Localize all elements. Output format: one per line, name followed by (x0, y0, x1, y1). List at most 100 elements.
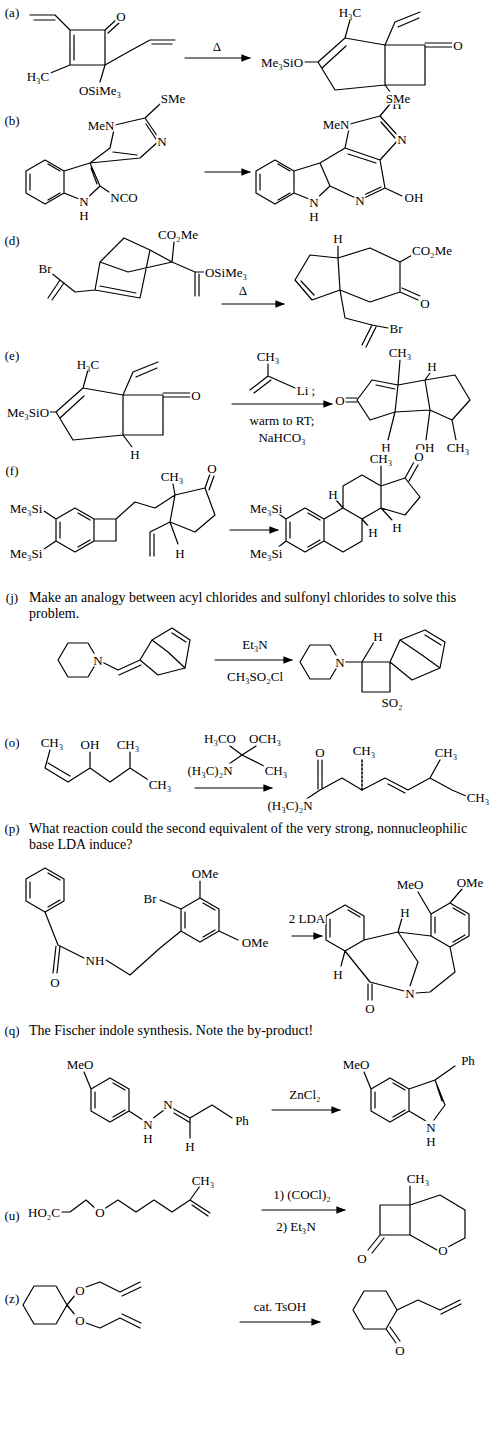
bond (58, 628, 190, 677)
atom-label: CH₃ (466, 791, 491, 804)
problem-note: The Fischer indole synthesis. Note the b… (28, 1023, 490, 1039)
bond (84, 1072, 232, 1138)
bond (326, 889, 469, 1000)
problem-note: What reaction could the second equivalen… (28, 821, 490, 853)
atom-label: O (394, 1344, 405, 1357)
atom-label: CO₂Me (411, 244, 453, 257)
atom-label: N (142, 1118, 153, 1131)
atom-label: O (419, 297, 430, 310)
bond (276, 462, 420, 552)
reagent: Et₃N (241, 638, 268, 651)
reagent: Δ (212, 40, 222, 53)
bond (48, 238, 205, 300)
atom-label: N (92, 654, 103, 667)
atom-label: O (356, 1252, 367, 1265)
atom-label: (H₃C)₂N (266, 799, 313, 812)
reaction-arrow (185, 57, 250, 58)
atom-label: Ph (234, 1114, 250, 1127)
reagent: warm to RT; (249, 414, 316, 427)
bond (353, 1291, 461, 1343)
atom-label: CH₃ (160, 470, 185, 483)
bond (368, 1186, 465, 1253)
atom-label: O (74, 1314, 85, 1327)
atom-label: O (452, 39, 463, 52)
atom-label: OMe (456, 876, 485, 889)
atom-label: H (332, 232, 343, 245)
reaction-arrow (222, 303, 284, 304)
reagent: CH₃ (256, 350, 281, 363)
problem-letter: (o) (3, 736, 20, 749)
reaction-arrow (205, 171, 250, 172)
reagent: 1) (COCl)₂ (272, 1188, 332, 1201)
reagent: NaHCO₃ (257, 431, 306, 444)
atom-label: CO₂Me (157, 228, 199, 241)
atom-label: H (425, 1135, 436, 1148)
bond (44, 474, 215, 556)
atom-label: Br (389, 322, 404, 335)
reaction-arrow (262, 1209, 345, 1210)
atom-label: NH (85, 954, 106, 967)
problem-letter: (j) (5, 591, 19, 604)
atom-label: SMe (160, 92, 187, 105)
atom-label: H (184, 1140, 195, 1153)
bond (26, 104, 160, 204)
atom-label: CH₃ (406, 1172, 431, 1185)
problem-letter: (q) (3, 1024, 20, 1037)
atom-label: OH (404, 191, 425, 204)
problem-letter: (e) (4, 349, 20, 362)
atom-label: O (314, 746, 325, 759)
reaction-arrow (272, 1109, 340, 1110)
problem-letter: (z) (4, 1292, 20, 1305)
atom-label: H₃C (338, 6, 363, 19)
atom-label: MeN (322, 118, 351, 131)
atom-label: OMe (241, 936, 270, 949)
bond (346, 360, 470, 440)
atom-label: OSiMe₃ (204, 266, 248, 279)
atom-label: Me₃SiO (6, 406, 50, 419)
atom-label: Me₃Si (9, 502, 44, 515)
problem-letter: (d) (3, 234, 20, 247)
atom-label: N (308, 196, 319, 209)
atom-label: O (364, 1002, 375, 1015)
atom-label: CH₃ (446, 441, 471, 454)
reagent: cat. TsOH (253, 1300, 307, 1313)
atom-label: N (354, 194, 365, 207)
atom-label: HO₂C (27, 1206, 61, 1219)
atom-label: CH₃ (191, 1174, 216, 1187)
reagent: Δ (238, 284, 248, 297)
atom-label: Br (143, 892, 158, 905)
atom-label: OMe (191, 867, 220, 880)
atom-label: H (129, 448, 140, 461)
atom-label: O (437, 1244, 448, 1257)
reagent: Li ; (296, 384, 316, 397)
atom-label: MeN (87, 119, 116, 132)
reagent: CH₃SO₂Cl (226, 670, 284, 683)
reagent: CH₃ (264, 764, 289, 777)
atom-label: H (142, 1132, 153, 1145)
reaction-arrow (232, 403, 332, 404)
atom-label: H (78, 209, 89, 222)
atom-label: H (399, 906, 410, 919)
atom-label: O (206, 462, 217, 475)
problem-letter: (f) (5, 464, 20, 477)
bond (250, 364, 295, 393)
reagent: 2 LDA (288, 912, 326, 925)
bond (300, 630, 445, 692)
atom-label: SO₂ (380, 696, 403, 709)
atom-label: CH₃ (148, 778, 173, 791)
reaction-arrow (292, 935, 322, 936)
atom-label: H₃C (26, 70, 51, 83)
atom-label: N (334, 656, 345, 669)
atom-label: N (404, 987, 415, 1000)
bond (305, 12, 452, 97)
atom-label: O (190, 389, 201, 402)
atom-label: OH (80, 738, 101, 751)
atom-label: Me₃SiO (260, 56, 304, 69)
problem-note: Make an analogy between acyl chlorides a… (28, 590, 490, 622)
problem-letter: (b) (3, 114, 20, 127)
atom-label: H (327, 488, 338, 501)
bond (45, 750, 150, 782)
atom-label: CH₃ (434, 746, 459, 759)
atom-label: O (413, 450, 424, 463)
